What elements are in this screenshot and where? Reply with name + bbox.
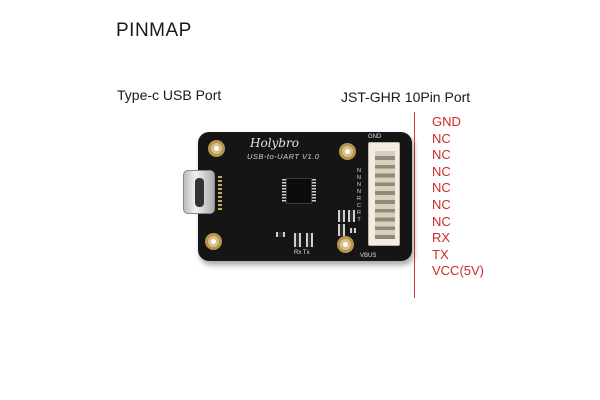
smd-component [350, 228, 356, 233]
pin-letter-markings: N N N N R C R T [357, 168, 361, 223]
jst-port-label: JST-GHR 10Pin Port [341, 89, 471, 105]
pin-label-4: NC [432, 163, 451, 179]
jst-ghr-connector [368, 142, 400, 246]
chip-pins-right [312, 179, 316, 203]
tx-marking: Tx [302, 250, 310, 256]
pin-label-2: NC [432, 130, 451, 146]
page-title: PINMAP [116, 20, 192, 41]
mounting-hole [208, 140, 225, 157]
vbus-marking: VBUS [360, 253, 377, 259]
smd-component [348, 210, 355, 222]
pin-list: GND NC NC NC NC NC NC RX TX VCC(5V) [432, 114, 484, 280]
pin-label-1: GND [432, 114, 461, 129]
pin-label-10: VCC(5V) [432, 263, 485, 279]
usb-c-connector [183, 170, 215, 214]
mounting-hole [337, 236, 354, 253]
mounting-hole [205, 233, 222, 250]
mounting-hole [339, 143, 356, 160]
pin-label-3: NC [432, 147, 451, 163]
rx-marking: Rx [294, 250, 302, 256]
smd-component [338, 210, 345, 222]
circuit-board: Holybro USB-to-UART V1.0 GND VBUS N N N … [183, 132, 412, 261]
usb-c-pads [218, 176, 222, 210]
jst-pin-slots [375, 151, 395, 239]
board-brand-logo: Holybro [250, 136, 299, 150]
smd-component [276, 232, 285, 237]
pin-label-7: NC [432, 213, 451, 229]
pin-label-5: NC [432, 180, 451, 196]
pin-label-9: TX [432, 246, 449, 262]
led-rx [294, 233, 301, 247]
board-model-text: USB-to-UART V1.0 [247, 152, 320, 161]
led-tx [306, 233, 313, 247]
gnd-marking: GND [368, 134, 382, 140]
smd-component [338, 224, 345, 236]
pin-bracket-line [414, 112, 426, 298]
pin-label-8: RX [432, 230, 451, 246]
uart-chip [286, 178, 312, 204]
chip-pins-left [282, 179, 286, 203]
rx-tx-markings: Rx Tx [294, 250, 310, 256]
usb-port-label: Type-c USB Port [117, 87, 222, 103]
pin-label-6: NC [432, 196, 451, 212]
